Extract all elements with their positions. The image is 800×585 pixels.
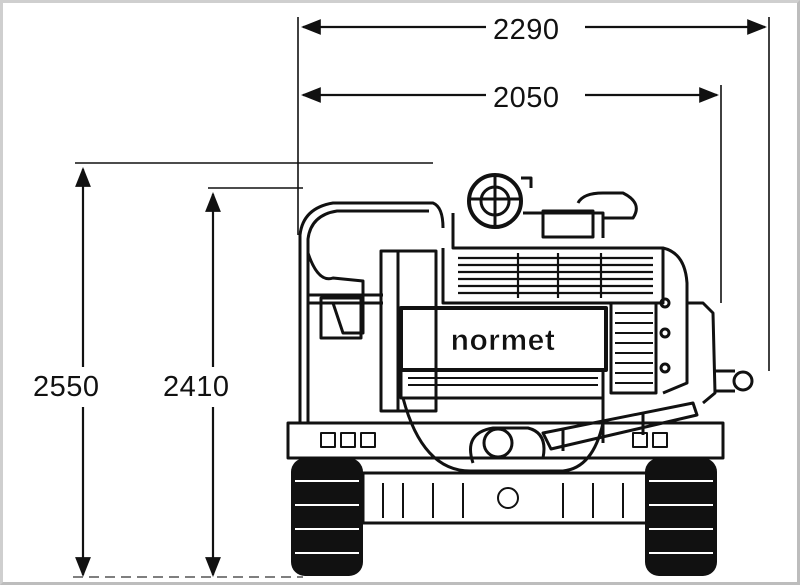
brand-logo: normet — [451, 324, 556, 357]
right-wheel — [645, 458, 717, 576]
vehicle-outline — [286, 173, 754, 525]
body-height-label: 2410 — [163, 371, 230, 404]
height-dimension-lines — [75, 167, 221, 577]
width-dimension-lines — [301, 19, 767, 103]
vehicle-front-view-drawing: normet — [73, 17, 770, 578]
extension-lines — [75, 17, 770, 371]
track-width-label: 2050 — [489, 84, 564, 113]
overall-width-label: 2290 — [489, 16, 564, 45]
left-wheel — [291, 458, 363, 576]
overall-height-label: 2550 — [33, 371, 100, 404]
